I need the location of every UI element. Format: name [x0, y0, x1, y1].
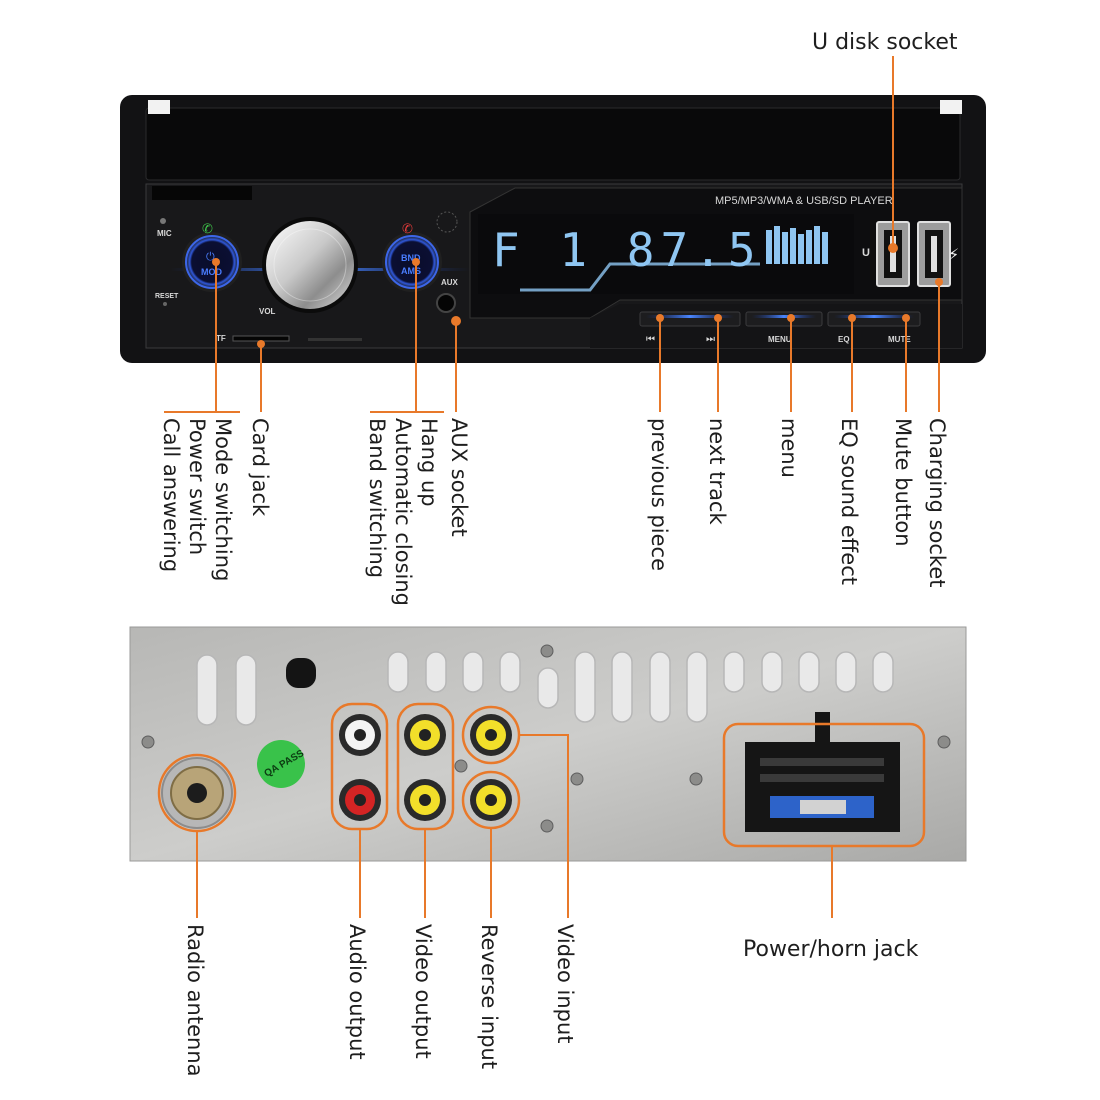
- label-u-disk-socket: U disk socket: [812, 30, 958, 55]
- label-menu: menu: [777, 418, 801, 478]
- label-call-answering: Call answering: [159, 418, 183, 572]
- tf-label: TF: [216, 334, 226, 343]
- video-out-jack-top[interactable]: [404, 714, 446, 756]
- label-radio-antenna: Radio antenna: [183, 924, 207, 1077]
- menu-label: MENU: [768, 335, 792, 344]
- leader-bnd: [370, 262, 444, 413]
- aux-label: AUX: [441, 278, 459, 287]
- reset-label: RESET: [155, 293, 179, 300]
- label-mute-button: Mute button: [891, 418, 915, 547]
- radio-antenna-jack[interactable]: [161, 757, 233, 829]
- cover-hinge-left: [148, 100, 170, 114]
- label-mode-switching: Mode switching: [211, 418, 235, 581]
- lcd-light-strip: [520, 262, 760, 292]
- qa-pass-sticker: QA PASS: [257, 740, 306, 788]
- mic-hole: [160, 218, 166, 224]
- label-power-horn-jack: Power/horn jack: [743, 937, 919, 962]
- label-automatic-closing: Automatic closing: [391, 418, 415, 606]
- call-answer-icon: ✆: [202, 222, 213, 237]
- reverse-in-jack[interactable]: [470, 779, 512, 821]
- leader-dot-prev: [656, 314, 664, 322]
- reset-button[interactable]: [163, 302, 167, 306]
- ring-power-horn: [722, 722, 926, 848]
- charging-port[interactable]: [917, 221, 951, 287]
- mic-label: MIC: [157, 229, 172, 238]
- ams-label: AMS: [401, 266, 421, 276]
- label-band-switching: Band switching: [365, 418, 389, 578]
- label-video-input: Video input: [553, 924, 577, 1044]
- hang-up-icon: ✆: [402, 222, 413, 237]
- power-horn-connector[interactable]: [745, 712, 900, 832]
- front-panel: MP5/MP3/WMA & USB/SD PLAYER F 1 87.5 MIC…: [120, 95, 986, 363]
- label-charging-socket: Charging socket: [925, 418, 949, 588]
- leader-dot-bnd: [412, 258, 420, 266]
- leader-dot-mute: [902, 314, 910, 322]
- prev-track-icon[interactable]: ⏮: [646, 334, 655, 345]
- audio-out-red-jack[interactable]: [339, 779, 381, 821]
- video-out-jack-bottom[interactable]: [404, 779, 446, 821]
- leader-dot-menu: [787, 314, 795, 322]
- video-in-jack[interactable]: [470, 714, 512, 756]
- flip-cover: [145, 107, 961, 181]
- player-model-label: MP5/MP3/WMA & USB/SD PLAYER: [715, 195, 893, 207]
- label-eq-sound-effect: EQ sound effect: [837, 418, 861, 585]
- label-next-track: next track: [705, 418, 729, 525]
- usb-label: U: [862, 247, 870, 259]
- label-power-switch: Power switch: [185, 418, 209, 555]
- mounting-hole: [286, 658, 316, 688]
- cover-hinge-right: [940, 100, 962, 114]
- usb-port[interactable]: [876, 221, 910, 287]
- charging-bolt-icon: ⚡: [948, 245, 959, 264]
- power-icon: ⏻: [206, 250, 215, 263]
- leader-dot-aux: [451, 316, 461, 326]
- vol-label: VOL: [259, 307, 276, 316]
- mute-label: MUTE: [888, 335, 911, 344]
- face-slot-top-left: [152, 186, 252, 200]
- volume-knob[interactable]: [262, 217, 358, 313]
- leader-video-input: [519, 734, 569, 918]
- rear-labels: Radio antenna Audio output Video output …: [183, 924, 919, 1077]
- label-card-jack: Card jack: [248, 418, 272, 517]
- leader-dot-eq: [848, 314, 856, 322]
- vent-slots: [196, 651, 894, 726]
- leader-dot-u-disk: [888, 243, 898, 253]
- leader-dot-next: [714, 314, 722, 322]
- mod-label: MOD: [201, 267, 222, 277]
- leader-dot-charging: [935, 278, 943, 286]
- next-track-icon[interactable]: ⏭: [706, 334, 715, 345]
- rear-callout-leaders: [157, 702, 926, 918]
- screws: [141, 644, 951, 833]
- label-audio-output: Audio output: [345, 924, 369, 1060]
- lcd-frequency-readout: F 1 87.5: [492, 223, 762, 277]
- secondary-slot: [308, 338, 362, 341]
- label-hang-up: Hang up: [417, 418, 441, 507]
- menu-button[interactable]: [745, 311, 823, 327]
- front-callout-leaders: [164, 56, 943, 413]
- rear-chassis: QA PASS: [129, 626, 967, 862]
- leader-mod: [164, 262, 240, 413]
- label-reverse-input: Reverse input: [477, 924, 501, 1069]
- front-vertical-labels: Call answering Power switch Mode switchi…: [159, 418, 949, 606]
- prev-next-rocker[interactable]: [639, 311, 741, 327]
- aux-jack[interactable]: [436, 293, 456, 313]
- label-previous-piece: previous piece: [647, 418, 671, 571]
- speaker-grille: [436, 211, 458, 233]
- bnd-label: BND: [401, 253, 421, 263]
- leader-dot-mod: [212, 258, 220, 266]
- label-video-output: Video output: [411, 924, 435, 1059]
- label-aux-socket: AUX socket: [447, 418, 471, 537]
- eq-label: EQ: [838, 335, 850, 344]
- audio-out-white-jack[interactable]: [339, 714, 381, 756]
- lcd-spectrum: [766, 226, 828, 264]
- leader-dot-card-jack: [257, 340, 265, 348]
